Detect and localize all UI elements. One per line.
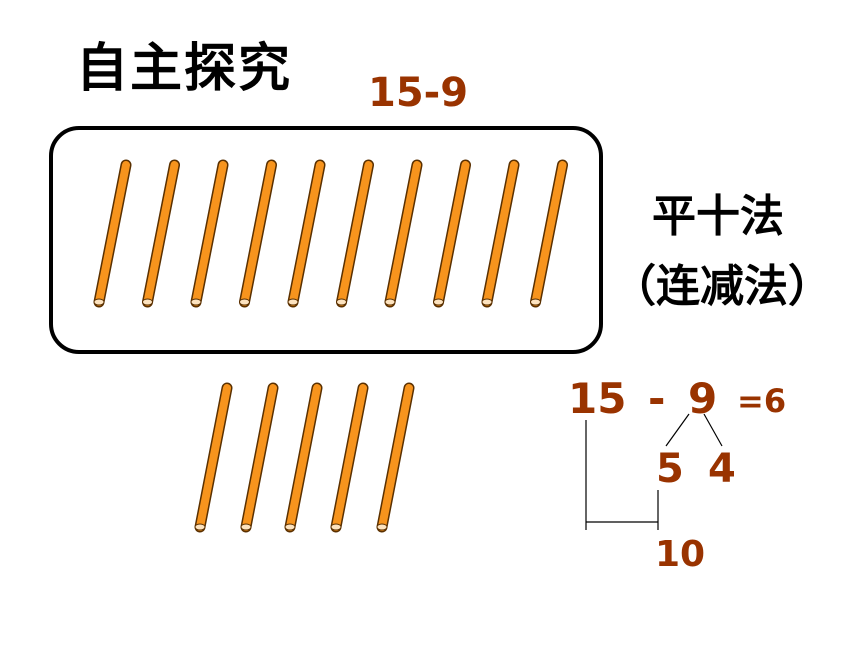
split-line-right xyxy=(703,413,723,447)
method-name: 平十法 xyxy=(652,191,784,242)
sticks-group-ten xyxy=(93,159,568,308)
grouped-ten-sticks-box xyxy=(49,126,603,354)
sticks-group-five xyxy=(194,382,415,533)
counting-stick xyxy=(93,159,132,308)
counting-stick xyxy=(240,382,279,533)
counting-stick xyxy=(481,159,520,308)
equation-result: =6 xyxy=(737,382,787,420)
counting-stick xyxy=(530,159,568,308)
ten-number: 10 xyxy=(655,534,706,575)
counting-stick xyxy=(239,159,277,308)
counting-stick xyxy=(194,382,233,533)
counting-stick xyxy=(433,159,471,308)
counting-stick xyxy=(190,159,229,308)
slide-title: 自主探究 xyxy=(76,39,293,99)
problem-expression: 15-9 xyxy=(368,70,469,116)
method-alt-name: （连减法） xyxy=(612,261,832,312)
counting-stick xyxy=(284,382,323,533)
split-right-number: 4 xyxy=(708,446,736,492)
counting-stick xyxy=(142,159,180,308)
equation-subtrahend: 9 xyxy=(688,374,718,423)
split-left-number: 5 xyxy=(656,446,684,492)
equation-operator: - xyxy=(648,374,666,423)
equation-minuend: 15 xyxy=(568,374,627,423)
counting-stick xyxy=(287,159,326,308)
counting-stick xyxy=(330,382,369,533)
split-line-left xyxy=(665,413,690,447)
counting-stick xyxy=(384,159,423,308)
counting-stick xyxy=(376,382,415,533)
counting-stick xyxy=(336,159,374,308)
